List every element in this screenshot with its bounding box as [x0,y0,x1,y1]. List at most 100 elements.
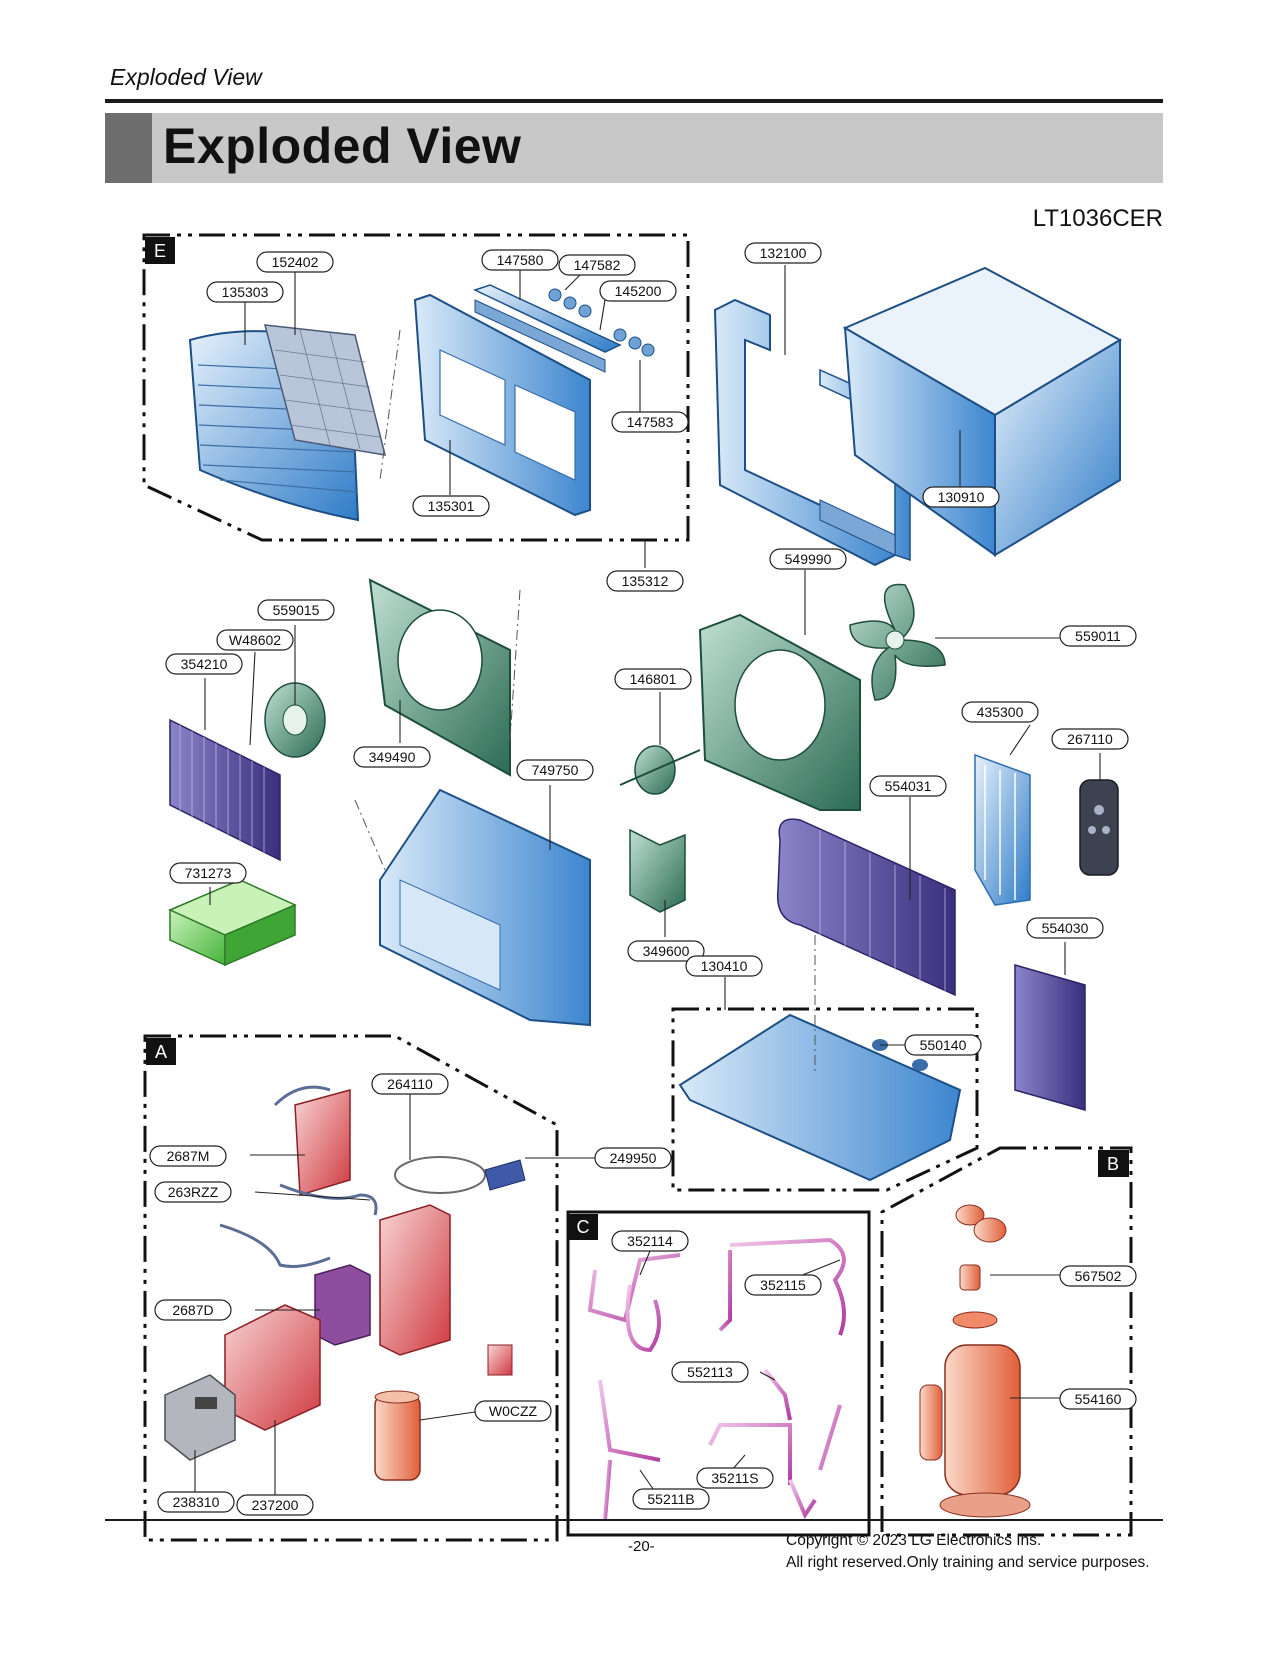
svg-text:145200: 145200 [615,283,662,299]
callout-264110: 264110 [371,1073,449,1095]
svg-text:264110: 264110 [387,1076,433,1092]
copyright: Copyright © 2023 LG Electronics Ins. All… [786,1530,1150,1574]
callout-554031: 554031 [869,775,947,797]
svg-text:130410: 130410 [701,958,748,974]
callout-W48602: W48602 [216,629,294,651]
svg-text:135303: 135303 [222,284,269,300]
svg-text:552113: 552113 [687,1364,733,1380]
svg-text:567502: 567502 [1075,1268,1122,1284]
main-pcb [314,1264,371,1346]
callout-352115: 352115 [744,1274,822,1296]
svg-text:147582: 147582 [574,257,621,273]
callout-130410: 130410 [685,955,763,977]
compressor-cap [955,1204,1007,1243]
svg-text:554160: 554160 [1075,1391,1122,1407]
svg-text:554030: 554030 [1042,920,1089,936]
callout-267110: 267110 [1051,728,1129,750]
svg-text:35211S: 35211S [711,1470,758,1486]
header-rule [105,99,1163,103]
compressor [919,1344,1031,1518]
callout-549990: 549990 [769,548,847,570]
condenser-guard [974,753,1031,906]
svg-text:349490: 349490 [369,749,416,765]
svg-text:731273: 731273 [185,865,232,881]
callout-552113: 552113 [671,1361,749,1383]
callout-354210: 354210 [165,653,243,675]
filter-pad [168,879,297,967]
svg-text:W0CZZ: W0CZZ [489,1403,538,1419]
callout-135303: 135303 [206,281,284,303]
svg-text:559015: 559015 [273,602,320,618]
callout-559015: 559015 [257,599,335,621]
svg-text:55211B: 55211B [647,1491,694,1507]
louver-assembly [472,284,655,373]
control-panel [224,1304,321,1431]
propeller-fan [849,583,946,701]
callout-435300: 435300 [961,701,1039,723]
fan-shroud-right [698,613,861,811]
page-title: Exploded View [163,118,522,174]
part-callouts: 152402 147580 147582 135303 145200 14758… [149,242,1137,1516]
footer-rule [105,1519,1163,1521]
callout-352114: 352114 [611,1230,689,1252]
callout-147580: 147580 [481,249,559,271]
svg-text:267110: 267110 [1067,731,1113,747]
power-cord [394,1156,526,1194]
callout-249950: 249950 [594,1147,672,1169]
svg-text:354210: 354210 [181,656,228,672]
callout-146801: 146801 [614,668,692,690]
svg-text:2687M: 2687M [167,1148,210,1164]
section-label-a: A [155,1042,167,1062]
callout-237200: 237200 [236,1494,314,1516]
svg-text:237200: 237200 [252,1497,299,1513]
svg-text:152402: 152402 [272,254,319,270]
svg-text:249950: 249950 [610,1150,657,1166]
title-band: Exploded View [105,113,1163,183]
condenser-coil-left [169,718,281,862]
callout-55211B: 55211B [632,1488,710,1510]
callout-135312: 135312 [606,570,684,592]
base-chassis [379,788,591,1027]
tubing-set [587,1237,846,1521]
model-number: LT1036CER [1032,205,1163,232]
callout-135301: 135301 [412,495,490,517]
callout-147582: 147582 [558,254,636,276]
fan-motor [619,745,701,795]
callout-35211S: 35211S [696,1467,774,1489]
callout-263RZZ: 263RZZ [154,1181,232,1203]
section-label-b: B [1107,1154,1119,1174]
front-frame [413,293,591,517]
section-e-frame: E [142,233,690,542]
callout-554160: 554160 [1059,1388,1137,1410]
control-box-cover [294,1089,351,1196]
callout-2687D: 2687D [154,1299,232,1321]
wire-harness-top [273,1085,331,1107]
callout-152402: 152402 [256,251,334,273]
wire-harness-middle [219,1183,378,1268]
running-header: Exploded View [110,64,262,90]
svg-text:147580: 147580 [497,252,544,268]
svg-text:549990: 549990 [785,551,832,567]
control-box [379,1204,451,1356]
condenser-coil-right [776,818,956,997]
svg-text:435300: 435300 [977,704,1024,720]
svg-text:W48602: W48602 [229,632,281,648]
svg-text:352115: 352115 [760,1277,806,1293]
callout-567502: 567502 [1059,1265,1137,1287]
section-c-frame: C [566,1210,871,1537]
svg-text:559011: 559011 [1075,628,1121,644]
air-filter [263,324,387,456]
callout-2687M: 2687M [149,1145,227,1167]
callout-554030: 554030 [1026,917,1104,939]
callout-559011: 559011 [1059,625,1137,647]
blower-wheel [264,682,326,758]
callout-550140: 550140 [904,1034,982,1056]
motor-bracket [629,828,686,913]
svg-text:349600: 349600 [643,943,690,959]
section-label-e: E [154,241,166,261]
callout-349490: 349490 [353,746,431,768]
copyright-line-2: All right reserved.Only training and ser… [786,1554,1150,1571]
svg-text:550140: 550140 [920,1037,967,1053]
capacitor [374,1390,421,1481]
